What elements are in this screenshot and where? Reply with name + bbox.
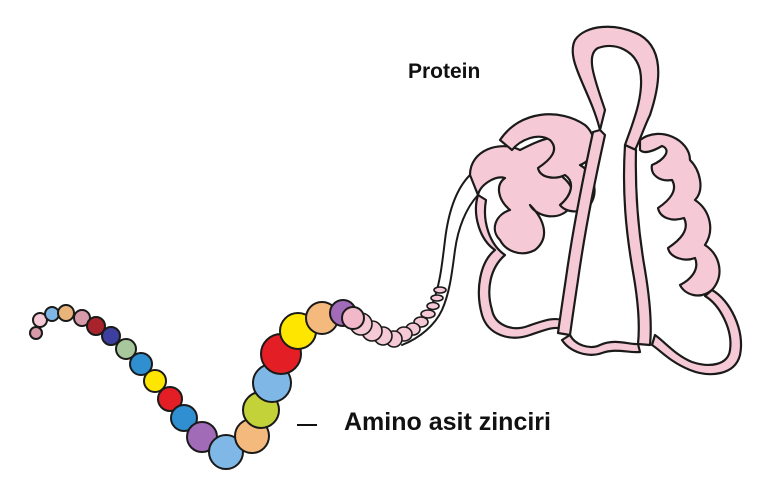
amino-acid-chain [29,299,365,470]
amino-bead [115,338,137,360]
amino-bead [157,386,183,412]
amino-bead [341,306,365,330]
amino-bead [208,434,244,470]
protein-right-loop [650,288,743,376]
protein-label: Protein [408,60,481,83]
protein-neck-inner [401,194,479,346]
protein-right-strand [622,143,652,347]
amino-bead [29,326,43,340]
protein-top-loop [571,25,660,152]
neck-bead [420,309,436,319]
protein-center-strand [556,128,607,337]
amino-bead [101,326,121,346]
amino-bead [57,304,75,322]
amino-chain-label: Amino asit zinciri [344,408,551,436]
amino-bead [44,306,60,322]
amino-bead [86,316,106,336]
protein-structure [397,25,743,376]
label-leader-line [297,424,317,426]
neck-bead [426,301,440,311]
amino-bead [129,352,153,376]
protein-right-helix [638,132,721,297]
protein-lower-loop [560,333,642,356]
protein-left-helix-2 [498,113,596,213]
amino-bead [143,369,167,393]
neck-bead [433,286,447,294]
amino-bead [170,404,198,432]
neck-bead [430,294,444,302]
